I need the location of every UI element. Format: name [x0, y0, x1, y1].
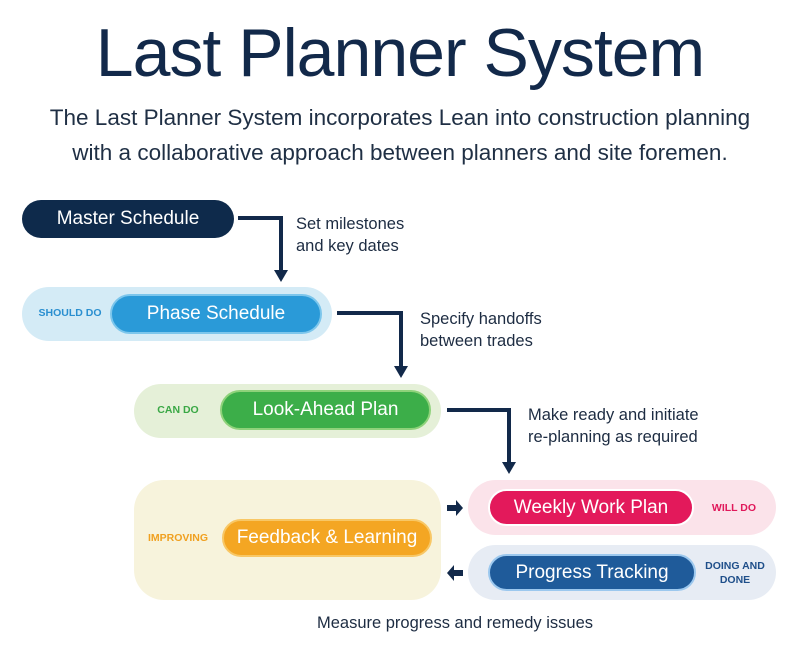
arrow-left-icon: [447, 565, 463, 581]
feedback-learning-pill: Feedback & Learning: [222, 519, 432, 557]
doing-and-done-tag: DOING AND DONE: [698, 559, 772, 587]
footer-note: Measure progress and remedy issues: [316, 614, 594, 632]
arrow-lookahead-to-weekly: [447, 408, 511, 464]
note-line: Set milestones: [296, 215, 405, 233]
arrow-phase-to-lookahead: [337, 311, 403, 368]
note-line: re-planning as required: [528, 428, 698, 446]
page-title: Last Planner System: [95, 15, 705, 91]
progress-tracking-pill: Progress Tracking: [488, 554, 696, 591]
note-line: Specify handoffs: [420, 310, 542, 328]
improving-tag: IMPROVING: [147, 532, 209, 544]
will-do-tag: WILL DO: [711, 502, 757, 514]
lookahead-note: Make ready and initiate re-planning as r…: [528, 404, 699, 448]
should-do-tag: SHOULD DO: [38, 307, 102, 319]
master-schedule-pill: Master Schedule: [22, 200, 234, 238]
subtitle-line-2: with a collaborative approach between pl…: [72, 140, 728, 165]
lookahead-plan-pill: Look-Ahead Plan: [220, 390, 431, 430]
weekly-work-plan-pill: Weekly Work Plan: [488, 489, 694, 526]
note-line: Make ready and initiate: [528, 406, 699, 424]
phase-schedule-pill: Phase Schedule: [110, 294, 322, 334]
tag-line: DONE: [719, 574, 751, 586]
tag-line: DOING AND: [705, 560, 765, 572]
subtitle-line-1: The Last Planner System incorporates Lea…: [49, 105, 751, 130]
arrow-master-to-phase: [238, 216, 283, 272]
can-do-tag: CAN DO: [157, 404, 199, 416]
note-line: between trades: [420, 332, 533, 350]
arrow-right-icon: [447, 500, 463, 516]
note-line: and key dates: [296, 237, 399, 255]
master-note: Set milestones and key dates: [296, 213, 404, 257]
phase-note: Specify handoffs between trades: [420, 308, 542, 352]
